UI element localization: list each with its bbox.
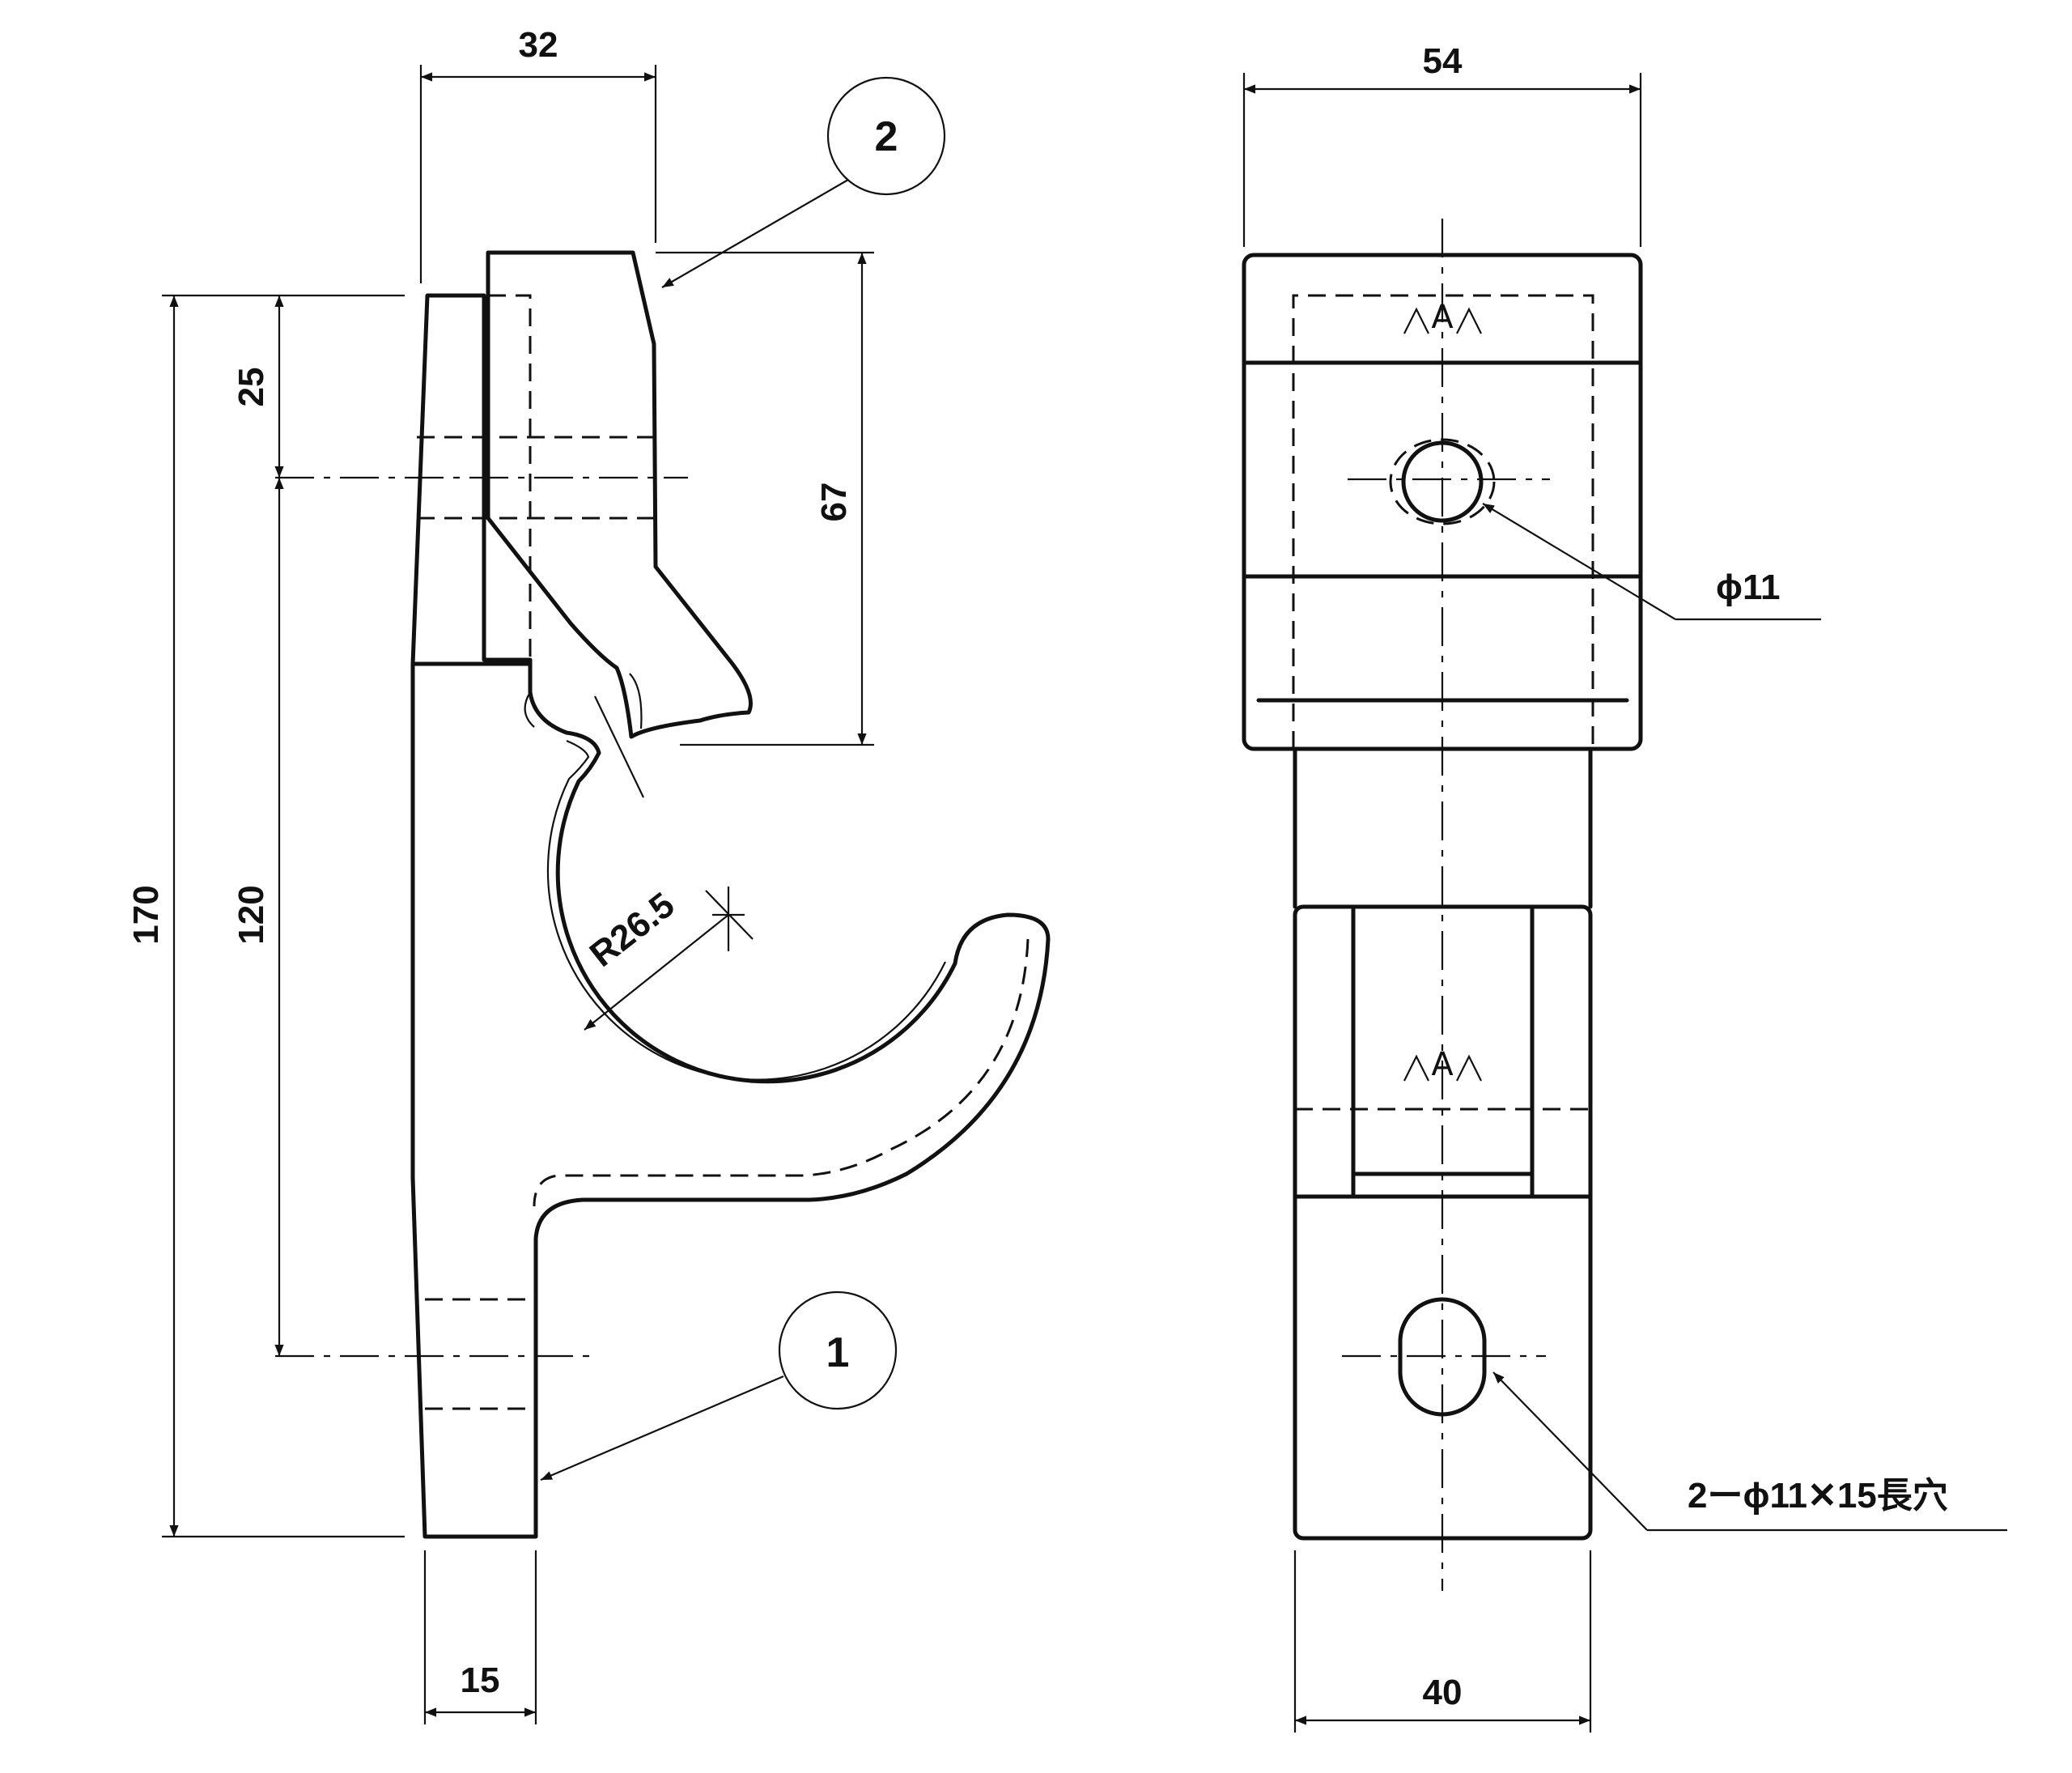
weld-mark-lower: A: [1403, 1046, 1482, 1083]
dim-67: 67: [814, 483, 854, 522]
part-1-hook-upper-shoulder: [524, 691, 535, 728]
dim-r26-5: R26.5: [583, 885, 682, 975]
front-view-dimensions: 54 40 ϕ11 2ーϕ11✕15長穴: [1242, 41, 2007, 1733]
callout-2: 2: [661, 76, 946, 288]
part-1-outline: [410, 293, 1051, 1539]
dim-25: 25: [231, 368, 271, 407]
dim-120: 120: [231, 885, 271, 944]
dim-54: 54: [1423, 41, 1463, 81]
svg-text:1: 1: [826, 1329, 850, 1376]
side-view: [275, 250, 1051, 1539]
part-2-inner-curve: [629, 673, 643, 729]
dim-40: 40: [1423, 1673, 1463, 1712]
front-view: A A: [1242, 219, 1643, 1591]
svg-text:A: A: [1431, 299, 1454, 336]
part-1-hook-hidden: [533, 938, 1030, 1207]
dim-32: 32: [519, 25, 558, 65]
note-round-hole: ϕ11: [1716, 568, 1781, 607]
svg-text:2: 2: [875, 113, 898, 160]
svg-text:A: A: [1431, 1046, 1454, 1083]
callout-1: 1: [540, 1290, 898, 1482]
dim-170: 170: [126, 885, 166, 944]
note-slot-holes: 2ーϕ11✕15長穴: [1688, 1476, 1948, 1516]
side-view-dimensions: 32 170 25 120 67 R26.5 15: [126, 25, 874, 1724]
part-2-outline: [486, 250, 753, 739]
part-1-hook-inner-offset: [546, 739, 946, 1081]
dim-15: 15: [461, 1660, 500, 1700]
weld-mark-upper: A: [1403, 299, 1482, 336]
